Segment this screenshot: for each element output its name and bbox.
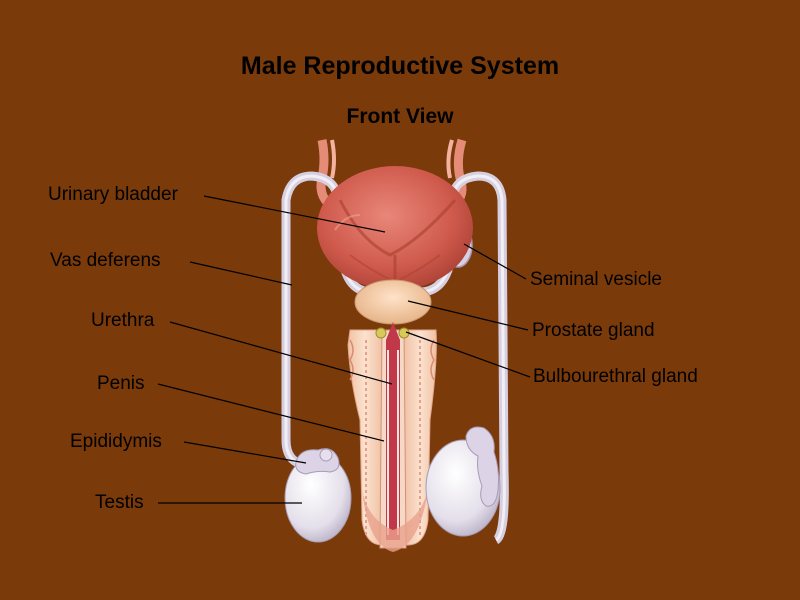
bulbourethral-gland xyxy=(375,327,410,339)
label-bulbourethral-gland: Bulbourethral gland xyxy=(533,366,698,387)
page-title: Male Reproductive System xyxy=(240,52,560,80)
label-seminal-vesicle: Seminal vesicle xyxy=(530,269,662,290)
leader-prostate-gland xyxy=(407,300,529,331)
label-testis: Testis xyxy=(95,492,144,513)
leader-urinary-bladder xyxy=(203,195,386,233)
label-penis: Penis xyxy=(97,373,145,394)
leader-bulbourethral-gland xyxy=(405,331,531,378)
label-urinary-bladder: Urinary bladder xyxy=(48,184,178,205)
page-subtitle: Front View xyxy=(346,105,454,128)
leader-vas-deferens xyxy=(189,261,293,286)
urethra xyxy=(379,322,407,549)
leader-penis xyxy=(157,383,385,442)
prostate-gland xyxy=(354,279,432,325)
right-epididymis xyxy=(465,426,499,507)
label-epididymis: Epididymis xyxy=(70,431,162,452)
label-urethra: Urethra xyxy=(91,310,155,331)
urinary-bladder xyxy=(317,166,473,290)
glans xyxy=(362,490,428,552)
label-prostate-gland: Prostate gland xyxy=(532,320,655,341)
left-epididymis xyxy=(295,448,340,475)
leader-urethra xyxy=(169,321,393,385)
leader-seminal-vesicle xyxy=(463,243,527,280)
leader-epididymis xyxy=(183,441,307,464)
label-vas-deferens: Vas deferens xyxy=(50,250,161,271)
